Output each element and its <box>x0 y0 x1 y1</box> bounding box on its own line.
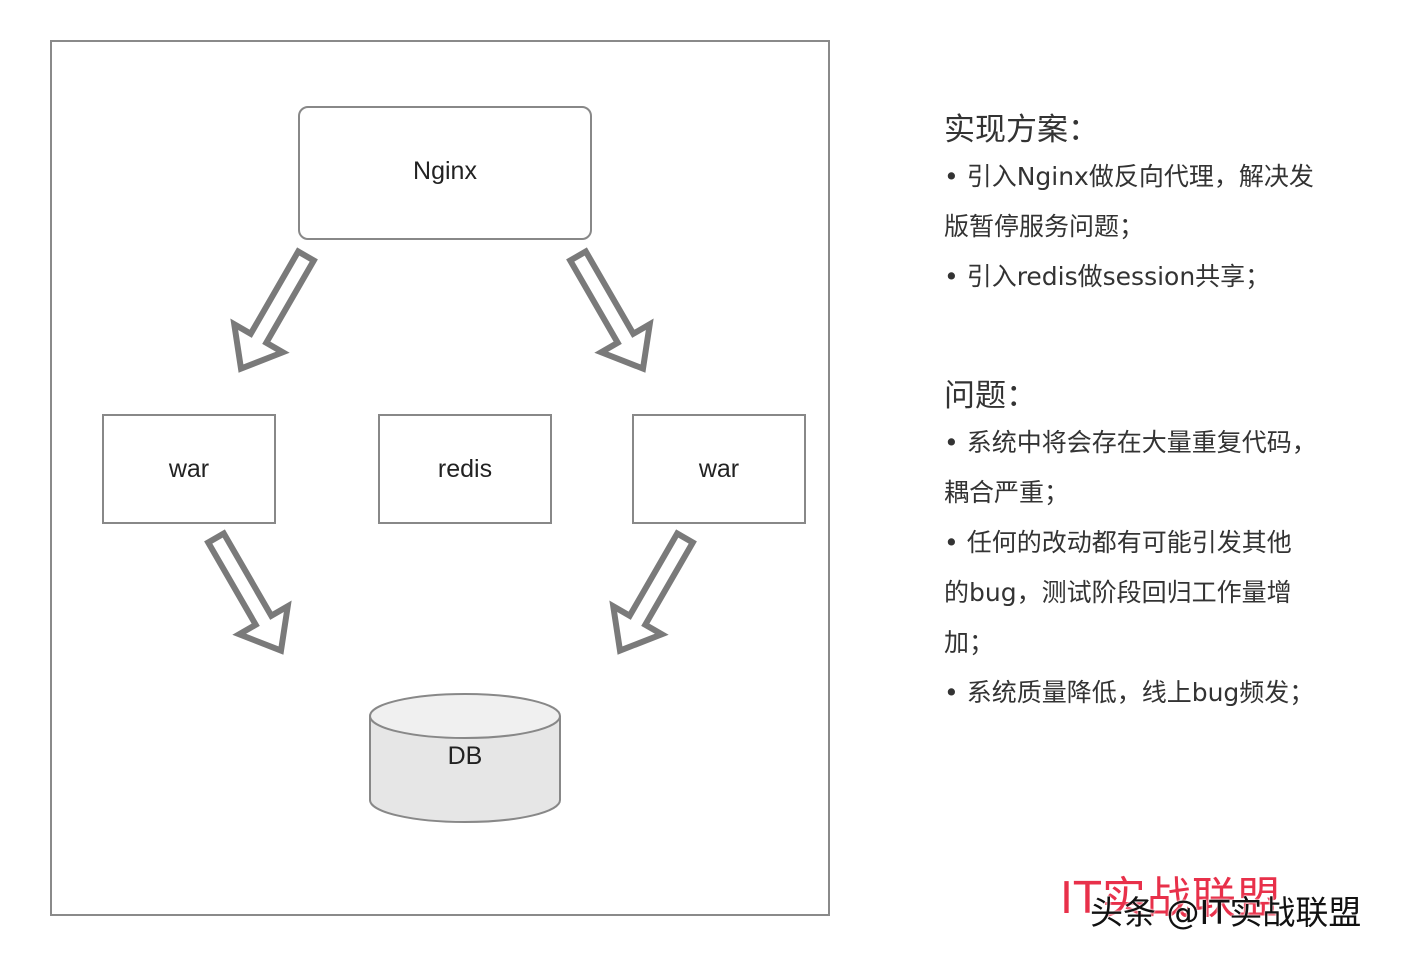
brand-watermark: IT实战联盟 <box>1060 873 1282 924</box>
redis-label: redis <box>437 454 493 483</box>
nginx-label: Nginx <box>413 156 477 185</box>
problem-line: 的bug，测试阶段回归工作量增 <box>944 578 1292 607</box>
arrow-nginx-to-war-right <box>566 247 654 373</box>
problem-line: • 系统中将会存在大量重复代码， <box>944 428 1317 457</box>
arrow-war-left-to-db <box>204 529 292 655</box>
problem-line: 耦合严重； <box>944 478 1070 507</box>
problem-line: • 系统质量降低，线上bug频发； <box>944 678 1315 707</box>
solution-line: 版暂停服务问题； <box>944 212 1145 241</box>
solution-line: • 引入Nginx做反向代理，解决发 <box>944 162 1314 191</box>
redis-node: redis <box>378 414 552 524</box>
db-label: DB <box>447 742 483 770</box>
source-watermark: 头条 @IT实战联盟 <box>1090 893 1362 932</box>
war-left-label: war <box>168 454 210 483</box>
solution-line: • 引入redis做session共享； <box>944 262 1271 291</box>
solution-heading: 实现方案： <box>944 112 1099 148</box>
nginx-node: Nginx <box>298 106 592 240</box>
notes-panel: 实现方案： • 引入Nginx做反向代理，解决发 版暂停服务问题； • 引入re… <box>944 108 1384 718</box>
war-node-right: war <box>632 414 806 524</box>
problem-heading: 问题： <box>944 378 1037 414</box>
db-cylinder <box>369 693 561 823</box>
war-node-left: war <box>102 414 276 524</box>
arrow-war-right-to-db <box>609 529 697 655</box>
problem-line: 加； <box>944 628 995 657</box>
arrow-nginx-to-war-left <box>230 247 318 373</box>
war-right-label: war <box>698 454 740 483</box>
problem-line: • 任何的改动都有可能引发其他 <box>944 528 1292 557</box>
